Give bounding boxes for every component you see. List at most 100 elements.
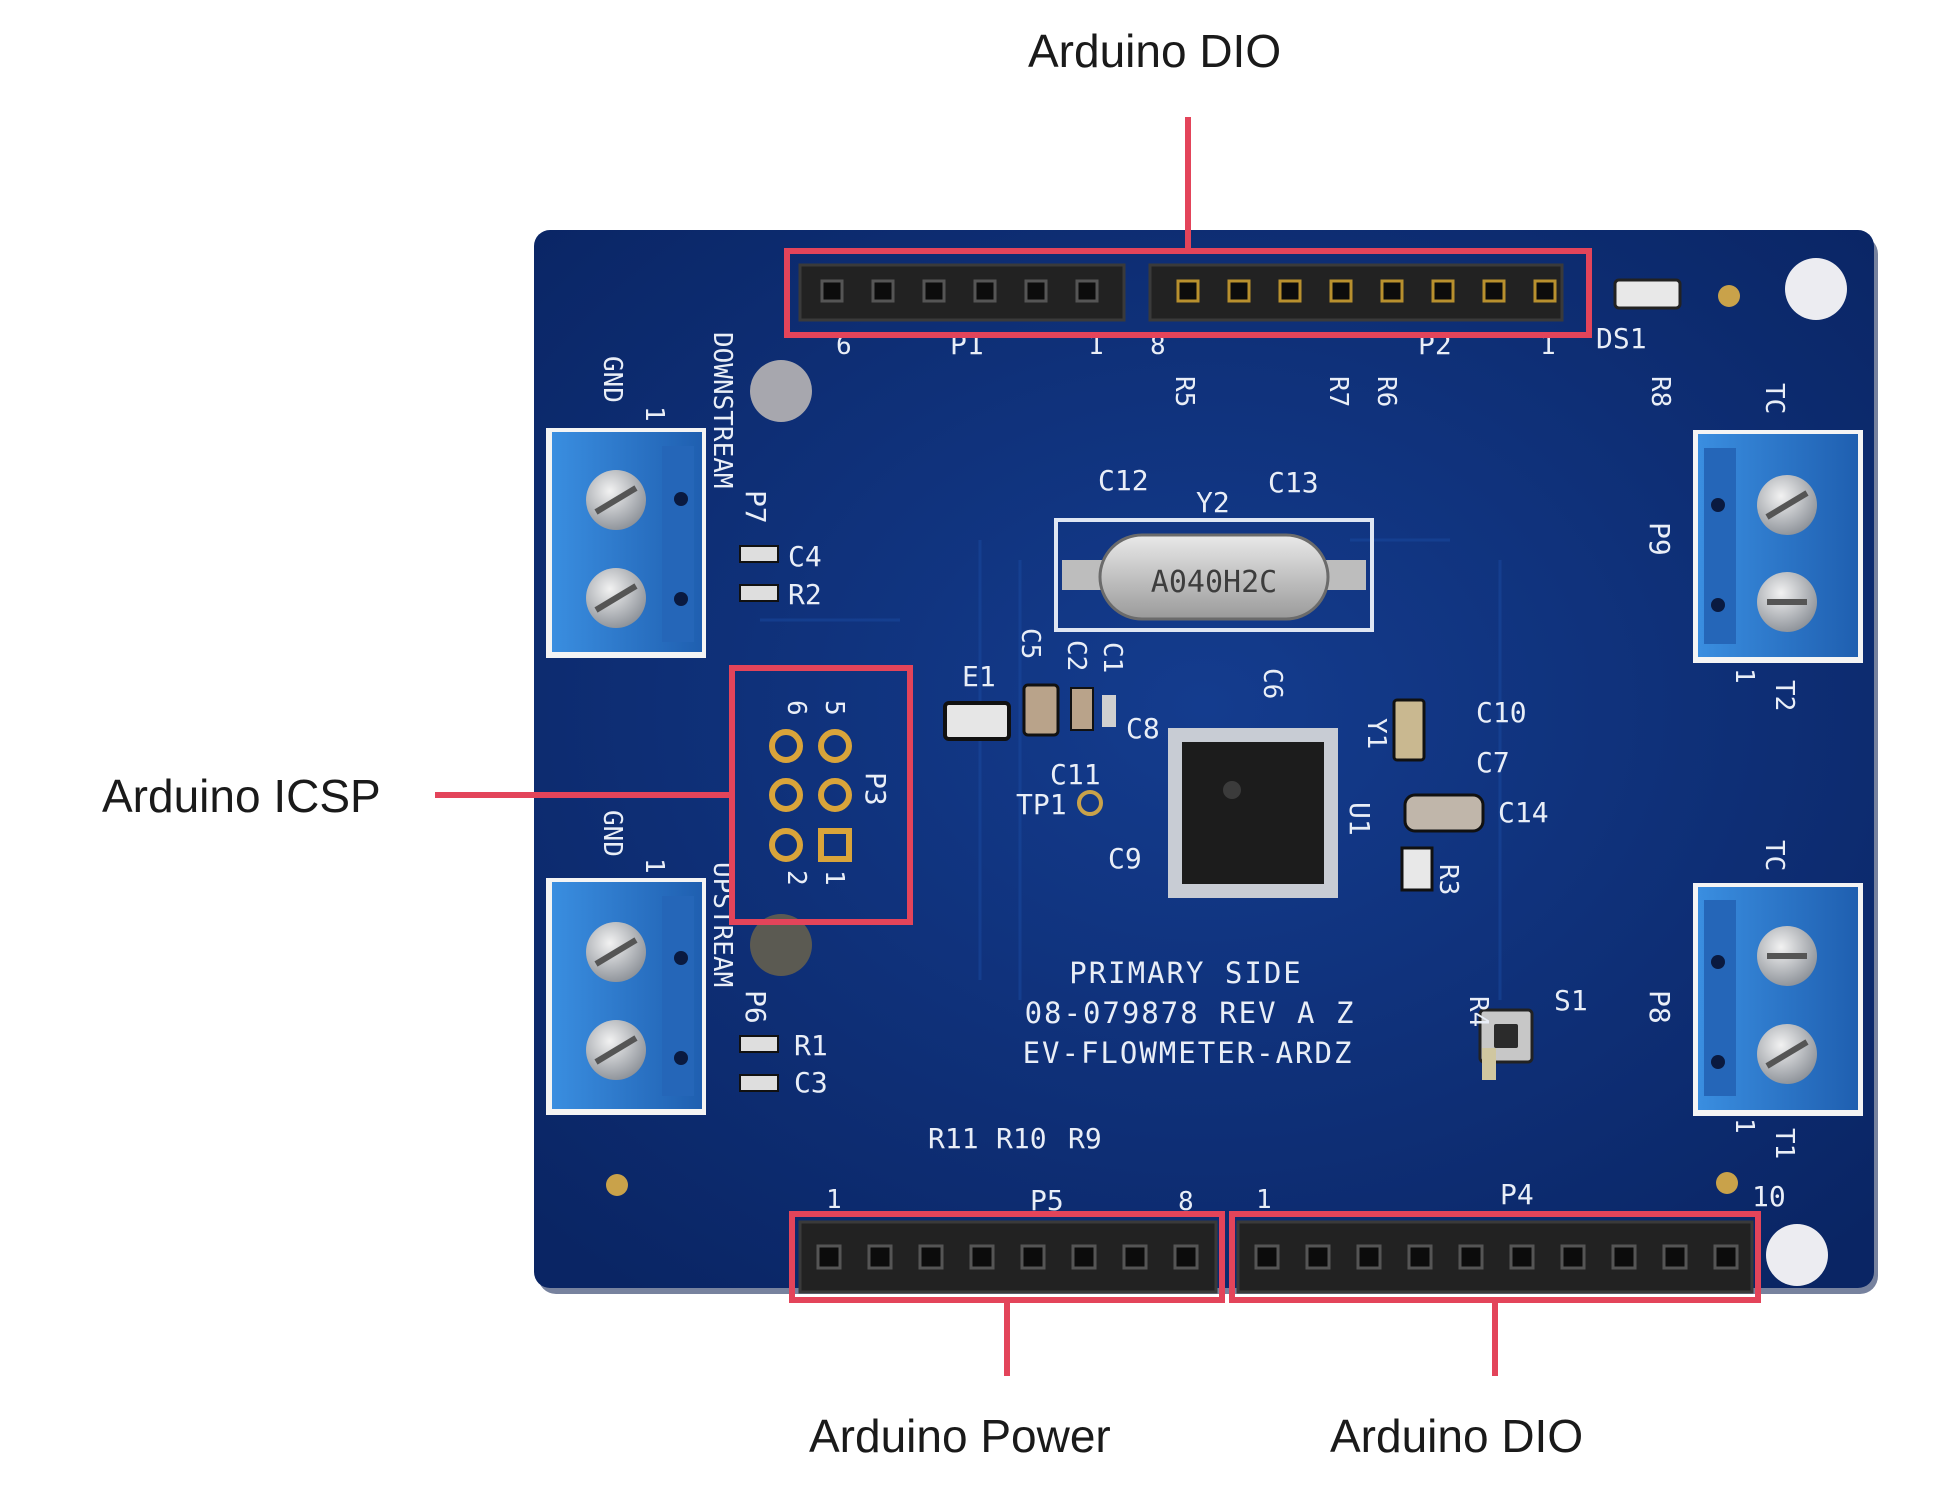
header-socket xyxy=(1407,1244,1433,1270)
r2-label: R2 xyxy=(788,578,822,611)
c8-label: C8 xyxy=(1126,712,1160,745)
r4-label: R4 xyxy=(1463,996,1493,1027)
header-socket xyxy=(1278,279,1302,303)
t1-label: T1 xyxy=(1769,1128,1799,1159)
board-model: EV-FLOWMETER-ARDZ xyxy=(1023,1036,1354,1070)
p1-left-pin: 6 xyxy=(836,331,852,361)
y1-crystal xyxy=(1392,698,1426,762)
header-socket xyxy=(1482,279,1506,303)
top-dio-callout-label: Arduino DIO xyxy=(1028,25,1282,77)
icsp-pin-1: 1 xyxy=(819,870,849,886)
tp1-label: TP1 xyxy=(1016,788,1067,821)
header-socket xyxy=(922,279,946,303)
header-socket xyxy=(1075,279,1099,303)
header-socket xyxy=(1122,1244,1148,1270)
icsp-pin-6: 6 xyxy=(781,700,811,716)
c4-label: C4 xyxy=(788,540,822,573)
downstream-label: DOWNSTREAM xyxy=(707,332,737,489)
header-socket xyxy=(1713,1244,1739,1270)
tp1-testpoint xyxy=(1077,790,1103,816)
terminal-pin-1-t2: 1 xyxy=(1729,668,1759,684)
header-socket xyxy=(1305,1244,1331,1270)
header-socket xyxy=(816,1244,842,1270)
power-callout-label: Arduino Power xyxy=(809,1410,1111,1462)
header-socket xyxy=(1509,1244,1535,1270)
p9-label: P9 xyxy=(1643,522,1676,556)
via-pad xyxy=(1716,1172,1738,1194)
header-socket xyxy=(1176,279,1200,303)
r8-label: R8 xyxy=(1645,376,1675,407)
crystal-marking: A040H2C xyxy=(1151,565,1277,600)
ds1-label: DS1 xyxy=(1596,322,1647,355)
p5-left-pin: 1 xyxy=(826,1185,842,1215)
y1-label: Y1 xyxy=(1361,718,1391,749)
e1-label: E1 xyxy=(962,660,996,693)
p3-label: P3 xyxy=(859,772,892,806)
c12-label: C12 xyxy=(1098,464,1149,497)
via-pad xyxy=(606,1174,628,1196)
header-socket xyxy=(1560,1244,1586,1270)
c6-label: C6 xyxy=(1257,668,1287,699)
silkscreen-labels: 6 P1 1 8 P2 1 DS1 R5 R7 R6 R8 GND 1 DOWN… xyxy=(597,322,1799,1217)
terminal-block-p6 xyxy=(546,878,706,1115)
c1-label: C1 xyxy=(1097,642,1127,673)
header-socket xyxy=(1662,1244,1688,1270)
header-socket xyxy=(1227,279,1251,303)
mounting-hole xyxy=(750,360,812,422)
tc-bottom-label: TC xyxy=(1759,840,1789,871)
p4-left-pin: 1 xyxy=(1256,1185,1272,1215)
p8-label: P8 xyxy=(1643,990,1676,1024)
c14-label: C14 xyxy=(1498,796,1549,829)
header-socket xyxy=(1431,279,1455,303)
chip-u1 xyxy=(1168,728,1338,898)
y2-label: Y2 xyxy=(1196,486,1230,519)
callout-annotations xyxy=(435,117,1761,1376)
terminal-block-p7 xyxy=(546,428,706,658)
header-socket xyxy=(820,279,844,303)
icsp-callout-label: Arduino ICSP xyxy=(102,770,381,822)
gnd-bottom-label: GND xyxy=(597,810,627,857)
p4-right-pin: 10 xyxy=(1752,1180,1786,1213)
primary-side-label: PRIMARY SIDE xyxy=(1069,956,1303,990)
components xyxy=(739,545,1534,1092)
mounting-hole xyxy=(1785,258,1847,320)
p5-right-pin: 8 xyxy=(1178,1187,1194,1217)
header-socket xyxy=(1533,279,1557,303)
c9-label: C9 xyxy=(1108,842,1142,875)
p1-right-pin: 1 xyxy=(1088,331,1104,361)
c3-label: C3 xyxy=(794,1066,828,1099)
terminal-pin-1-bottom: 1 xyxy=(639,858,669,874)
icsp-pin-5: 5 xyxy=(819,700,849,716)
header-socket xyxy=(1356,1244,1382,1270)
c10-label: C10 xyxy=(1476,696,1527,729)
terminal-block-p9 xyxy=(1693,430,1863,663)
header-p5 xyxy=(798,1220,1218,1294)
r1-label: R1 xyxy=(794,1029,828,1062)
mounting-hole xyxy=(1766,1224,1828,1286)
r7-label: R7 xyxy=(1323,376,1353,407)
terminal-block-p8 xyxy=(1693,883,1863,1116)
header-socket xyxy=(1173,1244,1199,1270)
header-socket xyxy=(973,279,997,303)
header-p2 xyxy=(1148,263,1564,322)
tc-top-label: TC xyxy=(1759,383,1789,414)
c13-label: C13 xyxy=(1268,466,1319,499)
terminal-pin-1-t1: 1 xyxy=(1729,1118,1759,1134)
header-socket xyxy=(918,1244,944,1270)
header-socket xyxy=(1611,1244,1637,1270)
header-socket xyxy=(1329,279,1353,303)
r11-label: R11 xyxy=(928,1122,979,1155)
icsp-header-p3 xyxy=(769,729,852,862)
t2-label: T2 xyxy=(1769,680,1799,711)
p7-label: P7 xyxy=(739,490,772,524)
header-socket xyxy=(1024,279,1048,303)
header-socket xyxy=(1380,279,1404,303)
gnd-top-label: GND xyxy=(597,356,627,403)
c14-capacitor xyxy=(1403,793,1485,833)
p2-left-pin: 8 xyxy=(1150,331,1166,361)
p4-label: P4 xyxy=(1500,1178,1534,1211)
p6-label: P6 xyxy=(739,990,772,1024)
header-socket xyxy=(1020,1244,1046,1270)
